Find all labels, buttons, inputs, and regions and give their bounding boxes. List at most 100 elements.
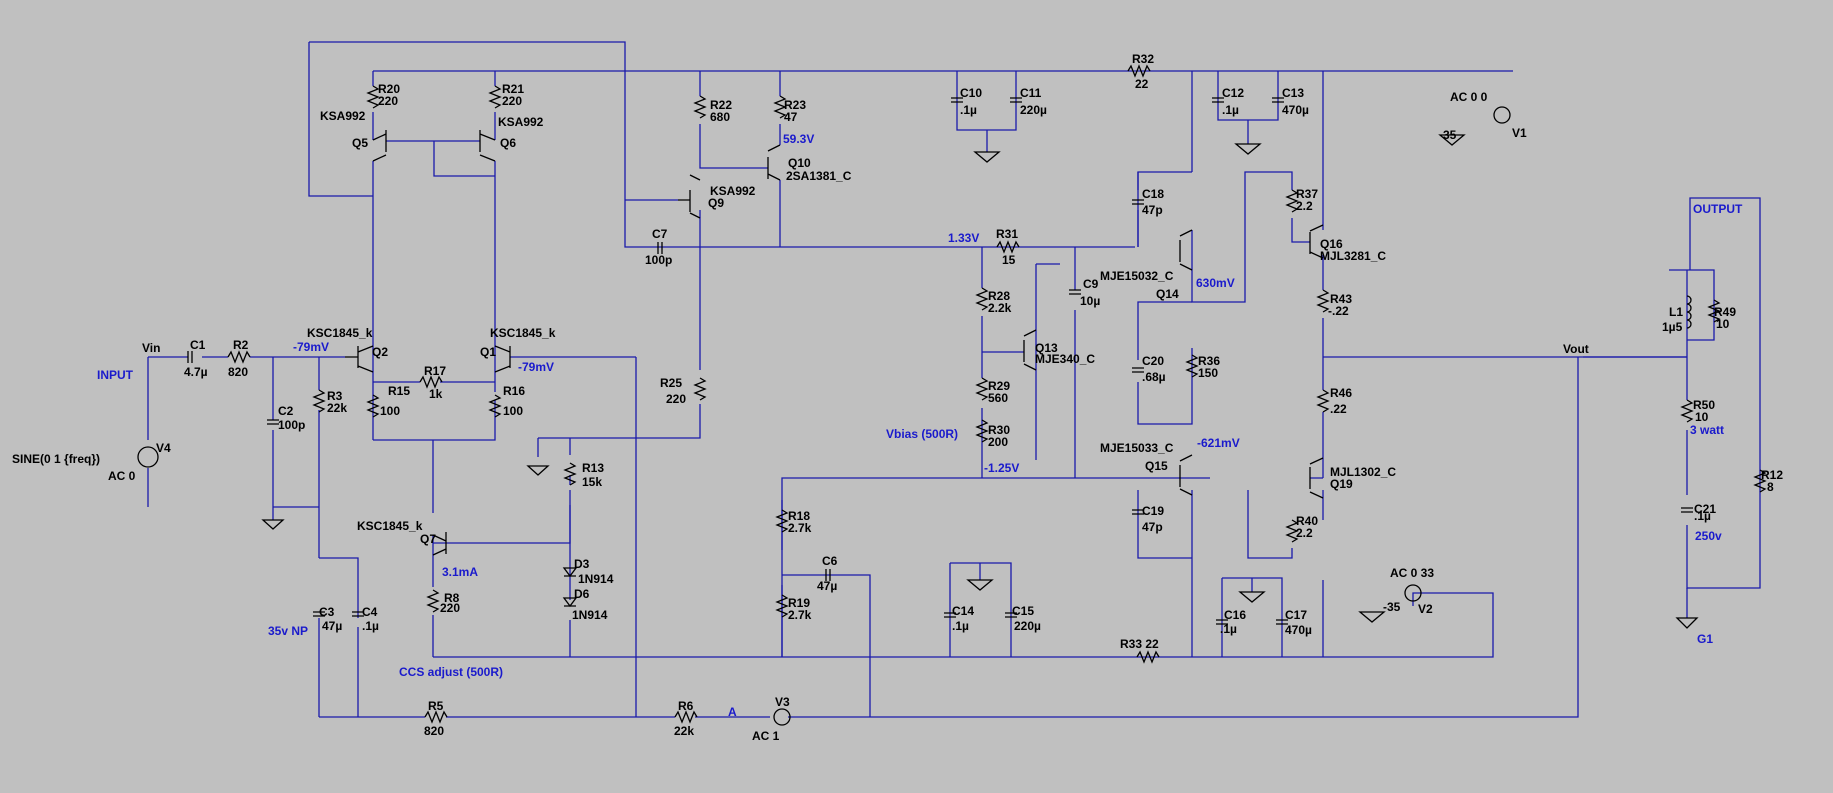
component-label: R23 [784, 98, 806, 112]
component-label: 4.7µ [184, 365, 208, 379]
component-label: KSA992 [498, 115, 544, 129]
component-label: R13 [582, 461, 604, 475]
component-label: C18 [1142, 187, 1164, 201]
component-label: 15k [582, 475, 602, 489]
component-label: KSA992 [320, 109, 366, 123]
component-label: 47µ [322, 619, 342, 633]
component-label: R40 [1296, 514, 1318, 528]
component-label: R22 [710, 98, 732, 112]
component-label: C14 [952, 604, 974, 618]
component-label: 2.7k [788, 521, 812, 535]
component-label: V2 [1418, 602, 1433, 616]
component-label: 10 [1716, 317, 1730, 331]
component-label: 2.2k [988, 301, 1012, 315]
component-label: 47p [1142, 520, 1163, 534]
component-label: C1 [190, 338, 206, 352]
component-label: 100 [380, 404, 400, 418]
component-label: 200 [988, 435, 1008, 449]
component-label: R2 [233, 338, 249, 352]
component-label: R36 [1198, 354, 1220, 368]
component-label: 220 [666, 392, 686, 406]
net-label: -621mV [1197, 436, 1240, 450]
component-label: Q5 [352, 136, 368, 150]
component-label: 220 [440, 601, 460, 615]
component-label: 1N914 [578, 572, 614, 586]
component-label: 2.7k [788, 608, 812, 622]
net-label: -79mV [293, 340, 329, 354]
component-label: KSC1845_k [357, 519, 423, 533]
component-label: 220µ [1020, 103, 1047, 117]
component-label: C7 [652, 227, 668, 241]
component-label: MJE340_C [1035, 352, 1095, 366]
component-label: .1µ [1694, 509, 1711, 523]
component-label: AC 0 0 [1450, 90, 1488, 104]
component-label: R6 [678, 699, 694, 713]
component-label: 10 [1695, 410, 1709, 424]
net-label: -1.25V [984, 461, 1019, 475]
net-labels: 59.3VOUTPUT1.33V630mV-79mV-79mVINPUTVbia… [97, 132, 1743, 719]
component-label: 560 [988, 391, 1008, 405]
component-label: .1µ [362, 619, 379, 633]
component-label: 8 [1767, 480, 1774, 494]
net-label: 630mV [1196, 276, 1235, 290]
component-label: R5 [428, 699, 444, 713]
component-label: Q10 [788, 156, 811, 170]
component-label: 1µ5 [1662, 320, 1683, 334]
component-label: .1µ [1222, 103, 1239, 117]
component-label: 15 [1002, 253, 1016, 267]
net-label: CCS adjust (500R) [399, 665, 503, 679]
component-label: 35 [1443, 128, 1457, 142]
component-label: Q15 [1145, 459, 1168, 473]
component-label: MJE15032_C [1100, 269, 1174, 283]
component-label: 100 [503, 404, 523, 418]
component-label: R21 [502, 82, 524, 96]
net-label: 3.1mA [442, 565, 478, 579]
component-label: R33 22 [1120, 637, 1159, 651]
component-label: 100p [645, 253, 672, 267]
net-label: G1 [1697, 632, 1713, 646]
component-label: C13 [1282, 86, 1304, 100]
component-label: -.22 [1328, 304, 1349, 318]
component-label: C12 [1222, 86, 1244, 100]
component-label: SINE(0 1 {freq}) [12, 452, 100, 466]
component-label: 2.2 [1296, 199, 1313, 213]
component-label: Q19 [1330, 477, 1353, 491]
component-label: 220 [502, 94, 522, 108]
component-label: Q13 [1035, 341, 1058, 355]
component-label: C10 [960, 86, 982, 100]
component-label: .1µ [960, 103, 977, 117]
component-label: R25 [660, 376, 682, 390]
component-label: D6 [574, 587, 590, 601]
component-label: R49 [1714, 305, 1736, 319]
component-label: R50 [1693, 398, 1715, 412]
component-label: D3 [574, 557, 590, 571]
component-label: C6 [822, 554, 838, 568]
component-label: Q6 [500, 136, 516, 150]
component-label: .1µ [1220, 622, 1237, 636]
component-label: Q16 [1320, 237, 1343, 251]
component-label: 47p [1142, 203, 1163, 217]
component-label: C15 [1012, 604, 1034, 618]
component-label: C19 [1142, 504, 1164, 518]
component-label: .68µ [1142, 370, 1166, 384]
component-label: R32 [1132, 52, 1154, 66]
component-label: KSC1845_k [490, 326, 556, 340]
component-label: .1µ [952, 619, 969, 633]
net-label: OUTPUT [1693, 202, 1743, 216]
component-label: C21 [1694, 502, 1716, 516]
component-label: 220 [378, 94, 398, 108]
component-label: KSA992 [710, 184, 756, 198]
component-label: 22 [1135, 77, 1149, 91]
component-label: MJE15033_C [1100, 441, 1174, 455]
component-label: 470µ [1282, 103, 1309, 117]
component-label: R16 [503, 384, 525, 398]
component-label: KSC1845_k [307, 326, 373, 340]
net-label: 35v NP [268, 624, 308, 638]
component-label: V1 [1512, 126, 1527, 140]
component-label: L1 [1669, 305, 1683, 319]
component-label: C20 [1142, 354, 1164, 368]
component-label: R30 [988, 423, 1010, 437]
component-label: 10µ [1080, 294, 1100, 308]
